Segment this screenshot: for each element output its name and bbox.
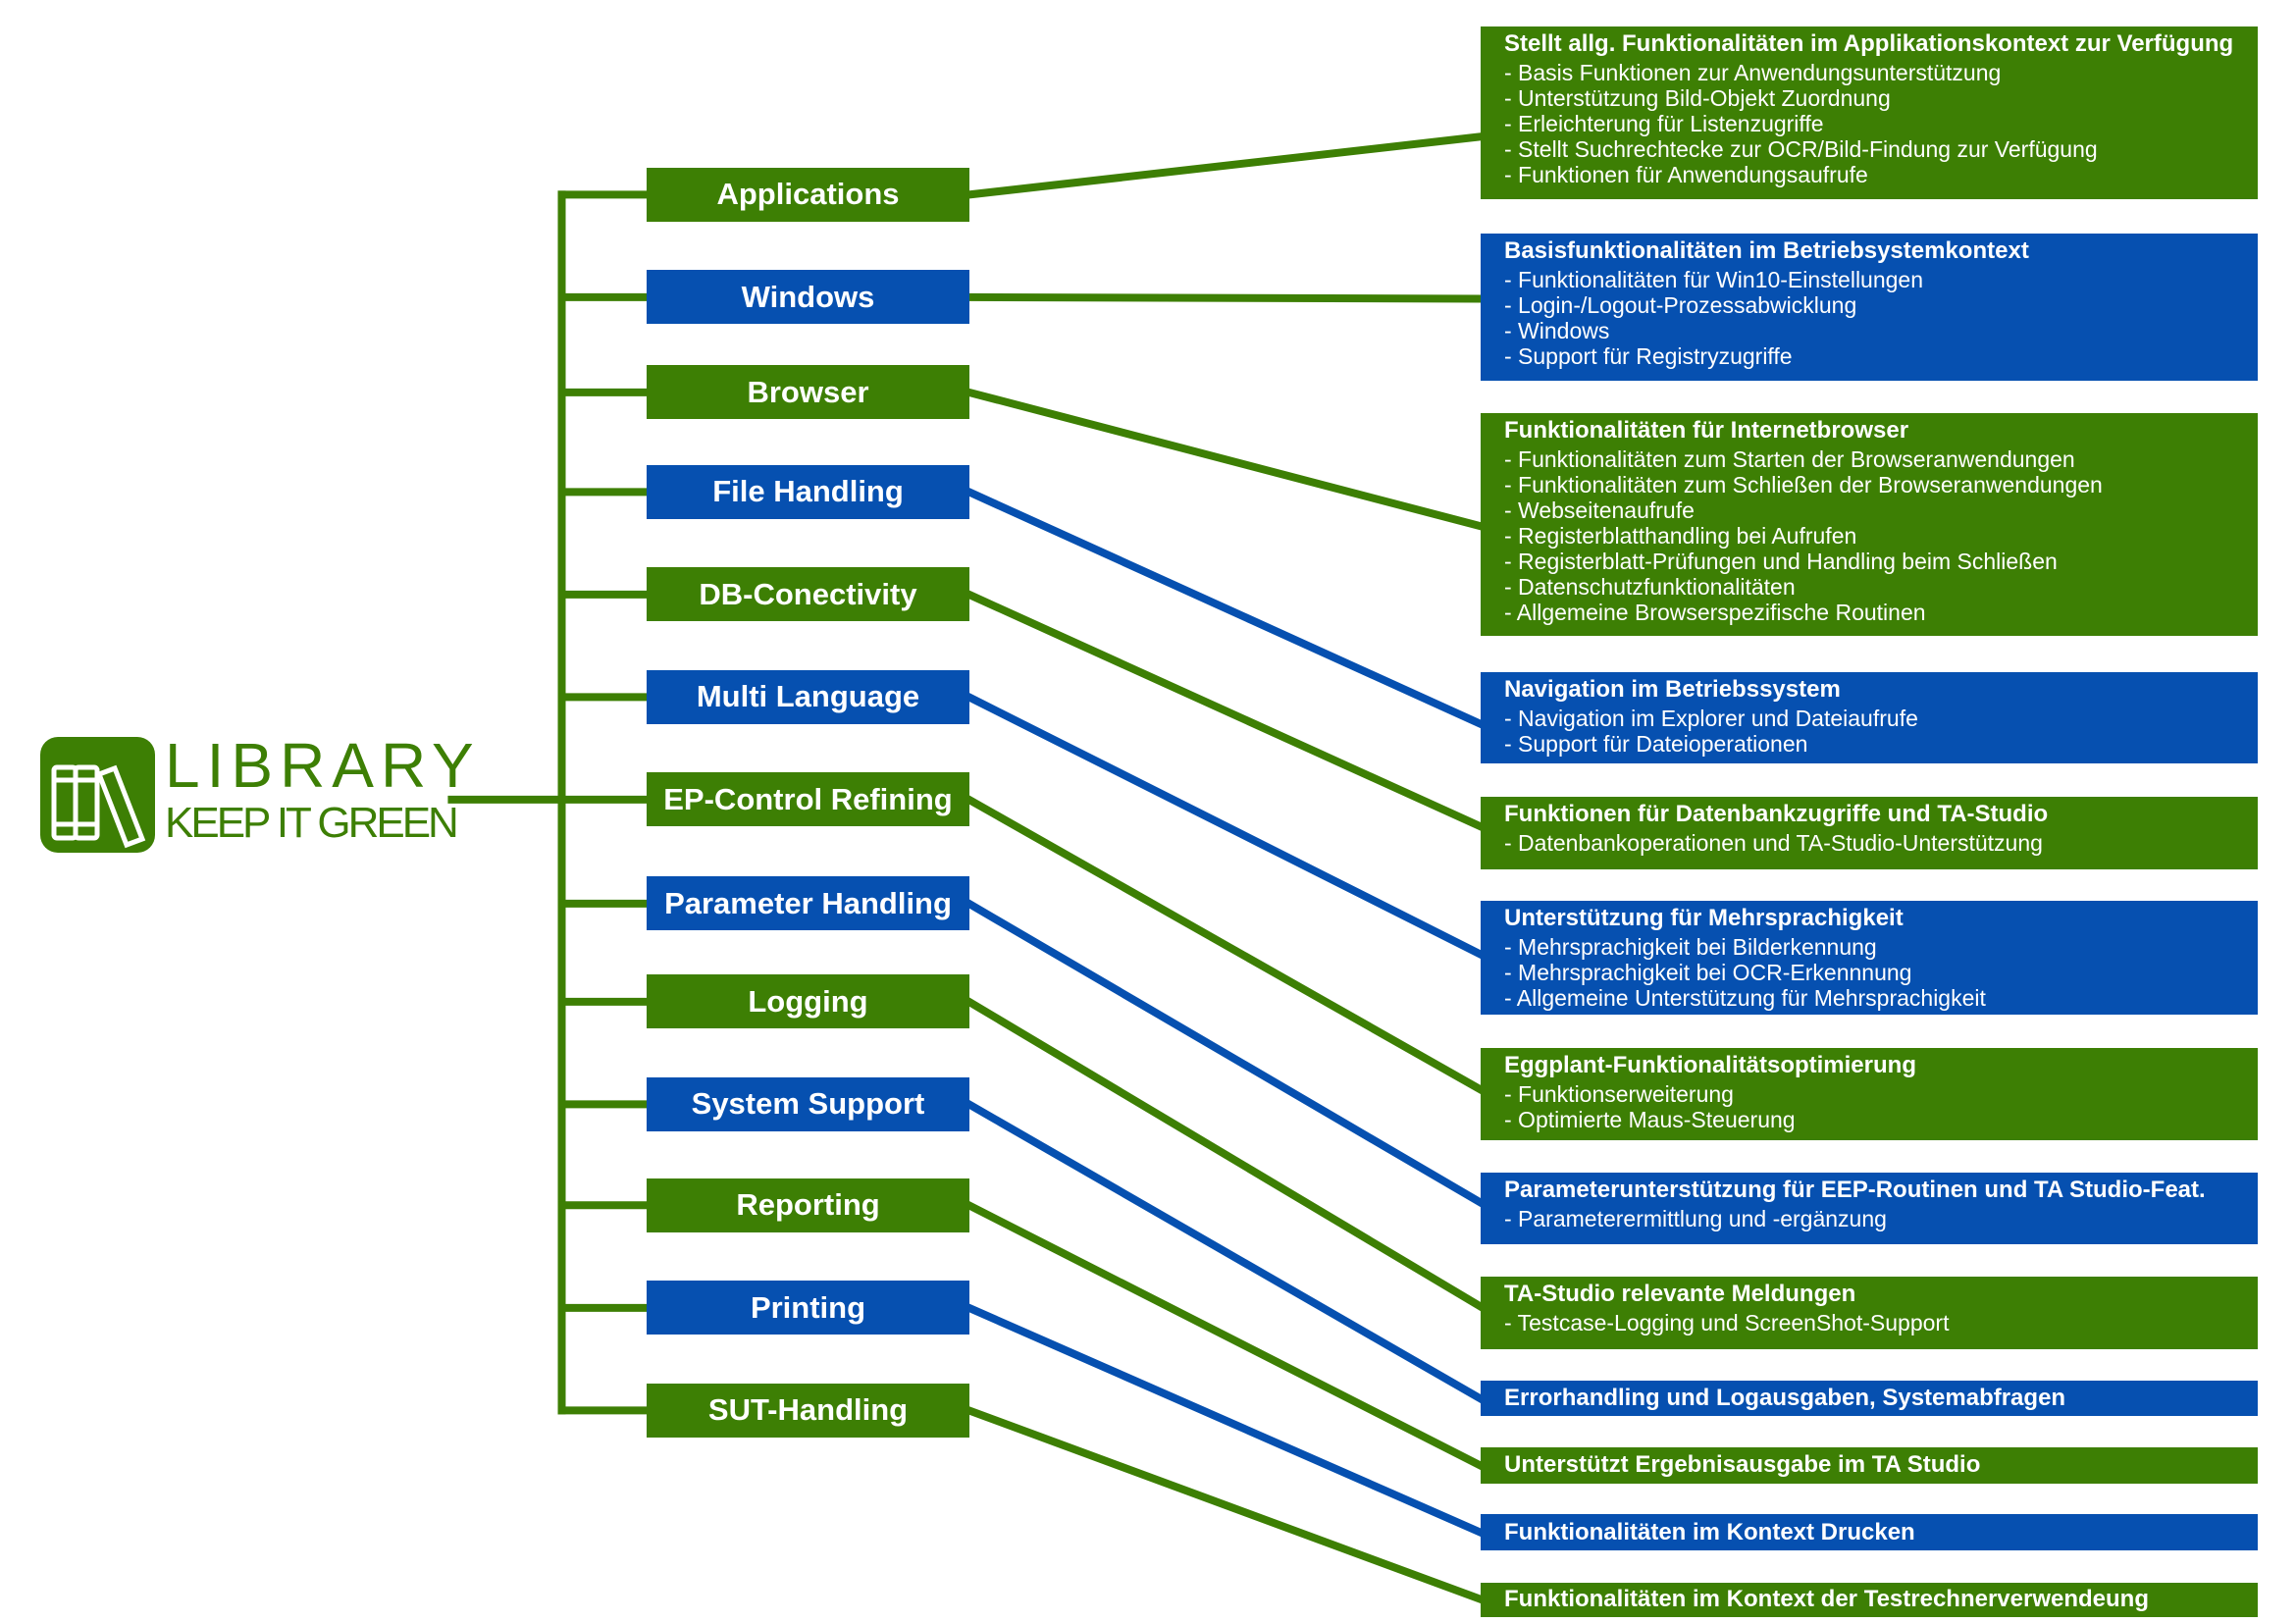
description-title: Basisfunktionalitäten im Betriebsystemko… — [1504, 236, 2029, 264]
link-line — [964, 387, 1486, 532]
description-box: Unterstützt Ergebnisausgabe im TA Studio — [1481, 1447, 2258, 1484]
description-title: Errorhandling und Logausgaben, Systemabf… — [1504, 1385, 2066, 1412]
description-item: - Datenbankoperationen und TA-Studio-Unt… — [1504, 829, 2043, 856]
description-items: - Mehrsprachigkeit bei Bilderkennung- Me… — [1504, 934, 2234, 1011]
description-box: Unterstützung für Mehrsprachigkeit- Mehr… — [1481, 900, 2258, 1016]
description-item: - Funktionalitäten zum Schließen der Bro… — [1504, 472, 2103, 498]
description-box: Errorhandling und Logausgaben, Systemabf… — [1481, 1381, 2258, 1417]
description-item: - Registerblatthandling bei Aufrufen — [1504, 523, 1857, 550]
node-file-handling[interactable]: File Handling — [647, 464, 969, 519]
description-box: Funktionalitäten im Kontext Drucken — [1481, 1514, 2258, 1550]
link-line — [964, 1199, 1486, 1471]
description-item: - Datenschutzfunktionalitäten — [1504, 574, 1796, 601]
description-items: - Funktionalitäten zum Starten der Brows… — [1504, 446, 2234, 625]
node-logging[interactable]: Logging — [647, 974, 969, 1029]
description-item: - Mehrsprachigkeit bei OCR-Erkennnung — [1504, 959, 1912, 985]
link-line — [964, 1098, 1486, 1404]
description-item: - Windows — [1504, 317, 1610, 343]
description-item: - Allgemeine Browserspezifische Routinen — [1504, 600, 1926, 626]
description-box: Stellt allg. Funktionalitäten im Applika… — [1481, 26, 2258, 199]
link-line — [965, 131, 1485, 199]
description-title: Funktionalitäten im Kontext der Testrech… — [1504, 1586, 2149, 1613]
description-item: - Support für Registryzugriffe — [1504, 342, 1793, 369]
description-box: Funktionalitäten für Internetbrowser- Fu… — [1481, 413, 2258, 637]
description-item: - Login-/Logout-Prozessabwicklung — [1504, 291, 1857, 318]
description-item: - Funktionen für Anwendungsaufrufe — [1504, 162, 1868, 188]
node-windows[interactable]: Windows — [647, 270, 969, 325]
description-title: Navigation im Betriebssystem — [1504, 675, 1841, 703]
description-item: - Funktionalitäten zum Starten der Brows… — [1504, 446, 2075, 473]
link-line — [965, 292, 1485, 303]
description-items: - Funktionalitäten für Win10-Einstellung… — [1504, 267, 2234, 369]
description-box: Funktionalitäten im Kontext der Testrech… — [1481, 1583, 2258, 1617]
node-applications[interactable]: Applications — [647, 167, 969, 222]
node-parameter-handling[interactable]: Parameter Handling — [647, 876, 969, 931]
description-items: - Testcase-Logging und ScreenShot-Suppor… — [1504, 1310, 2234, 1335]
description-item: - Registerblatt-Prüfungen und Handling b… — [1504, 549, 2058, 575]
description-title: Parameterunterstützung für EEP-Routinen … — [1504, 1176, 2206, 1203]
description-box: Parameterunterstützung für EEP-Routinen … — [1481, 1172, 2258, 1244]
node-db-conectivity[interactable]: DB-Conectivity — [647, 567, 969, 622]
description-item: - Support für Dateioperationen — [1504, 730, 1808, 757]
node-printing[interactable]: Printing — [647, 1281, 969, 1335]
description-item: - Funktionserweiterung — [1504, 1080, 1734, 1107]
description-items: - Parameterermittlung und -ergänzung — [1504, 1206, 2234, 1231]
description-title: TA-Studio relevante Meldungen — [1504, 1281, 1856, 1307]
library-books-icon — [40, 737, 155, 853]
link-line — [964, 996, 1486, 1312]
node-ep-control-refining[interactable]: EP-Control Refining — [647, 772, 969, 827]
description-item: - Webseitenaufrufe — [1504, 497, 1695, 524]
description-box: Basisfunktionalitäten im Betriebsystemko… — [1481, 233, 2258, 381]
node-system-support[interactable]: System Support — [647, 1076, 969, 1131]
description-box: Navigation im Betriebssystem- Navigation… — [1481, 671, 2258, 764]
description-item: - Parameterermittlung und -ergänzung — [1504, 1205, 1887, 1231]
description-item: - Funktionalitäten für Win10-Einstellung… — [1504, 266, 1924, 292]
description-item: - Navigation im Explorer und Dateiaufruf… — [1504, 705, 1918, 731]
logo-title: LIBRARY — [165, 730, 481, 801]
description-items: - Navigation im Explorer und Dateiaufruf… — [1504, 706, 2234, 757]
description-item: - Testcase-Logging und ScreenShot-Suppor… — [1504, 1310, 1950, 1335]
link-line — [964, 1405, 1486, 1604]
description-box: Funktionen für Datenbankzugriffe und TA-… — [1481, 796, 2258, 869]
description-title: Funktionen für Datenbankzugriffe und TA-… — [1504, 800, 2049, 827]
link-line — [964, 487, 1486, 729]
description-item: - Unterstützung Bild-Objekt Zuordnung — [1504, 85, 1891, 112]
node-multi-language[interactable]: Multi Language — [647, 669, 969, 724]
description-item: - Optimierte Maus-Steuerung — [1504, 1106, 1796, 1132]
description-items: - Datenbankoperationen und TA-Studio-Unt… — [1504, 830, 2234, 856]
description-title: Funktionalitäten für Internetbrowser — [1504, 417, 1909, 445]
description-item: - Erleichterung für Listenzugriffe — [1504, 111, 1824, 137]
link-line — [964, 794, 1486, 1095]
description-box: Eggplant-Funktionalitätsoptimierung- Fun… — [1481, 1047, 2258, 1140]
link-line — [964, 1302, 1486, 1538]
description-title: Funktionalitäten im Kontext Drucken — [1504, 1518, 1915, 1545]
description-item: - Basis Funktionen zur Anwendungsunterst… — [1504, 60, 2002, 86]
description-box: TA-Studio relevante Meldungen - Testcase-… — [1481, 1277, 2258, 1350]
description-items: - Funktionserweiterung- Optimierte Maus-… — [1504, 1081, 2234, 1132]
link-line — [964, 898, 1486, 1208]
description-title: Stellt allg. Funktionalitäten im Applika… — [1504, 30, 2234, 58]
description-item: - Allgemeine Unterstützung für Mehrsprac… — [1504, 984, 1986, 1011]
node-sut-handling[interactable]: SUT-Handling — [647, 1383, 969, 1438]
description-title: Unterstützt Ergebnisausgabe im TA Studio — [1504, 1451, 1981, 1479]
description-item: - Stellt Suchrechtecke zur OCR/Bild-Find… — [1504, 136, 2098, 163]
description-item: - Mehrsprachigkeit bei Bilderkennung — [1504, 933, 1877, 960]
description-title: Eggplant-Funktionalitätsoptimierung — [1504, 1051, 1916, 1078]
logo-subtitle: KEEP IT GREEN — [165, 799, 459, 847]
description-items: - Basis Funktionen zur Anwendungsunterst… — [1504, 60, 2234, 187]
node-reporting[interactable]: Reporting — [647, 1178, 969, 1232]
node-browser[interactable]: Browser — [647, 365, 969, 420]
description-title: Unterstützung für Mehrsprachigkeit — [1504, 904, 1904, 931]
link-line — [964, 589, 1486, 832]
link-line — [964, 691, 1486, 960]
